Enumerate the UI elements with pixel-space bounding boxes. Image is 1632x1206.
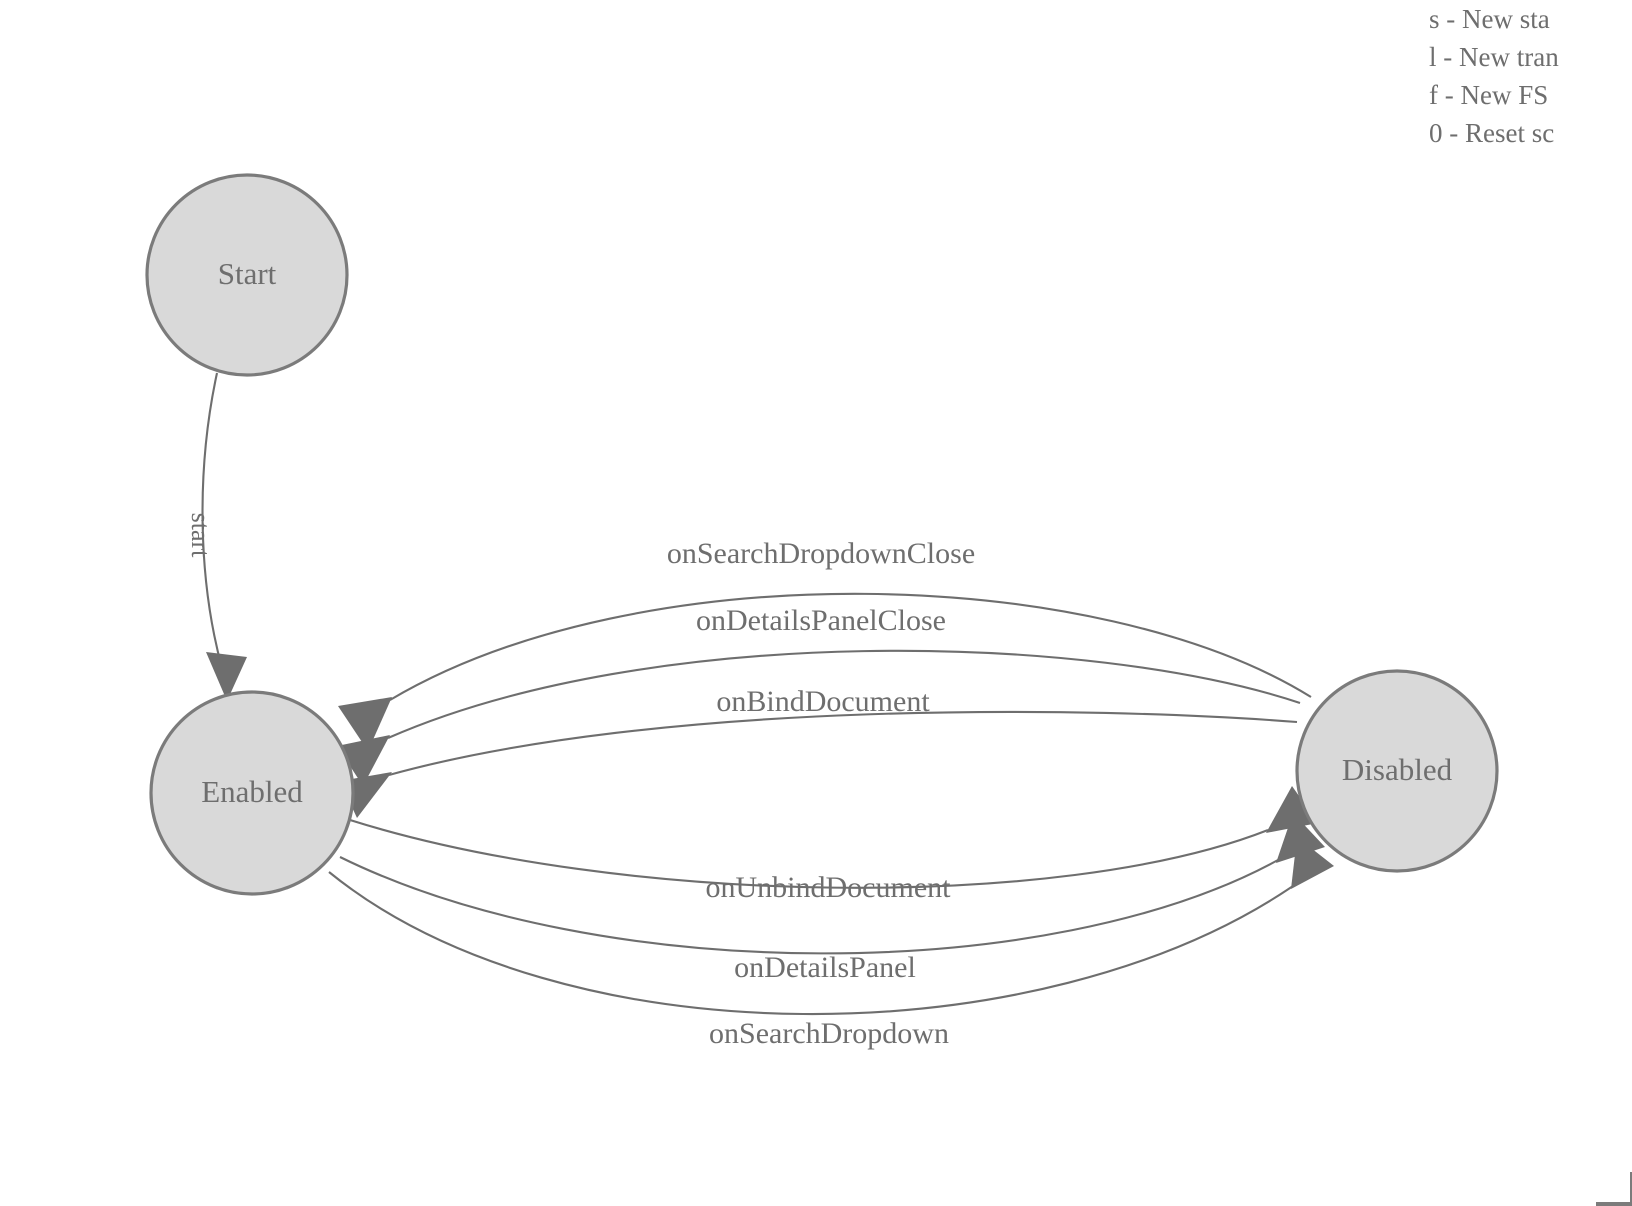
node-start-circle xyxy=(145,173,349,377)
arrow-head-icon xyxy=(337,735,390,786)
node-disabled-circle xyxy=(1295,669,1499,873)
edge-path xyxy=(389,592,1312,701)
edge-on-bind-document[interactable] xyxy=(340,710,1298,818)
legend-line-new-fsm: f - New FS xyxy=(1429,80,1549,110)
node-enabled[interactable]: Enabled xyxy=(149,690,355,896)
edge-on-details-panel-close[interactable] xyxy=(337,649,1301,786)
edge-label-on-unbind-document: onUnbindDocument xyxy=(706,871,952,904)
legend-line-new-state: s - New sta xyxy=(1429,4,1550,34)
edge-on-unbind-document[interactable] xyxy=(349,786,1318,889)
edge-label-on-details-panel-close: onDetailsPanelClose xyxy=(696,604,946,637)
arrow-head-icon xyxy=(338,697,392,751)
edge-path xyxy=(349,818,1269,889)
node-disabled[interactable]: Disabled xyxy=(1295,669,1499,873)
arrow-head-icon xyxy=(206,652,247,701)
node-disabled-label: Disabled xyxy=(1342,752,1453,787)
edge-label-on-search-dropdown: onSearchDropdown xyxy=(709,1017,949,1050)
edge-start[interactable] xyxy=(201,372,247,701)
node-start-label: Start xyxy=(218,256,277,291)
edge-path xyxy=(387,649,1301,739)
edge-on-search-dropdown-close[interactable] xyxy=(338,592,1312,751)
legend-line-new-transition: l - New tran xyxy=(1429,42,1559,72)
edge-path xyxy=(388,710,1298,777)
edge-path xyxy=(339,856,1279,955)
edge-label-start: start xyxy=(186,513,215,559)
legend-line-reset: 0 - Reset sc xyxy=(1429,118,1555,148)
node-enabled-label: Enabled xyxy=(201,774,303,809)
node-enabled-circle xyxy=(149,690,355,896)
arrow-head-icon xyxy=(1291,837,1334,889)
edge-path xyxy=(201,372,224,669)
canvas-resize-corner[interactable] xyxy=(1596,1172,1632,1206)
edge-path xyxy=(328,871,1294,1016)
edge-label-on-bind-document: onBindDocument xyxy=(716,685,930,718)
edge-label-on-search-dropdown-close: onSearchDropdownClose xyxy=(667,537,975,570)
edge-on-search-dropdown[interactable] xyxy=(328,837,1334,1016)
node-start[interactable]: Start xyxy=(145,173,349,377)
keyboard-shortcut-legend: s - New sta l - New tran f - New FS 0 - … xyxy=(1429,0,1632,152)
arrow-head-icon xyxy=(1266,786,1318,833)
edge-label-on-details-panel: onDetailsPanel xyxy=(734,951,916,984)
